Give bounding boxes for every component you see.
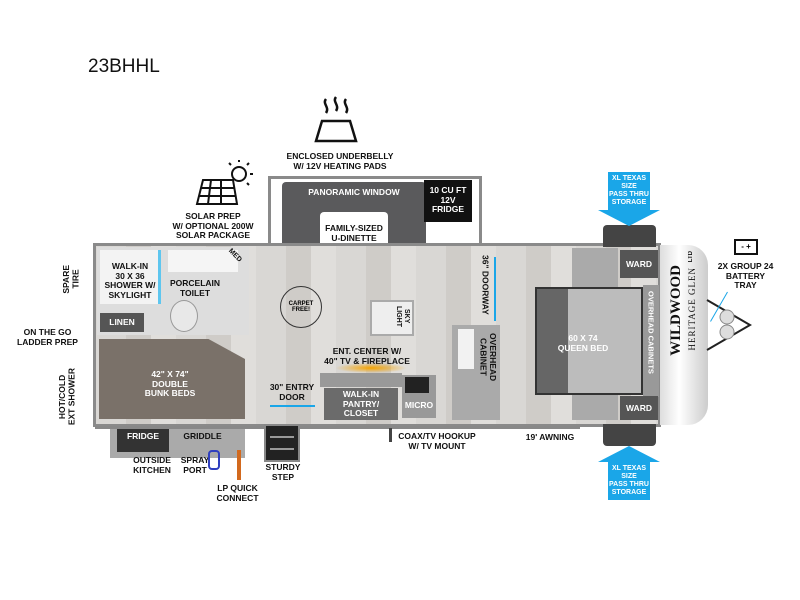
kitchen-counter xyxy=(452,325,500,420)
queen-bed xyxy=(535,287,643,395)
doorway-marker xyxy=(494,257,496,321)
entry-step xyxy=(264,424,300,462)
microwave: MICRO xyxy=(402,375,436,418)
storage-bottom xyxy=(603,424,656,446)
outside-kitchen-label: OUTSIDE KITCHEN xyxy=(133,455,171,475)
doorway-label: 36" DOORWAY xyxy=(480,255,491,315)
outside-fridge: FRIDGE xyxy=(117,428,169,452)
spray-hose-icon xyxy=(208,450,220,470)
fireplace-glow xyxy=(335,363,407,373)
carpet-free-badge: CARPET FREE! xyxy=(280,286,322,328)
entry-door-marker xyxy=(270,405,315,407)
shower xyxy=(100,250,161,304)
awning xyxy=(95,426,505,429)
shower-label: WALK-IN 30 X 36 SHOWER W/ SKYLIGHT xyxy=(104,261,156,300)
underbelly-label: ENCLOSED UNDERBELLY W/ 12V HEATING PADS xyxy=(286,151,394,171)
toilet-label: PORCELAIN TOILET xyxy=(169,278,221,298)
ladder-label: ON THE GO LADDER PREP xyxy=(17,327,78,347)
step-label: STURDY STEP xyxy=(265,462,301,482)
panoramic-window-label: PANORAMIC WINDOW xyxy=(308,187,400,197)
bunk-label: 42" X 74" DOUBLE BUNK BEDS xyxy=(144,369,196,398)
storage-top xyxy=(603,225,656,247)
overhead-cabinet-label: OVERHEAD CABINET xyxy=(478,333,499,382)
lp-line xyxy=(237,450,241,480)
coax-label: COAX/TV HOOKUP W/ TV MOUNT xyxy=(398,431,476,451)
heating-icon xyxy=(314,96,358,143)
toilet xyxy=(170,300,198,332)
wardrobe-bottom: WARD xyxy=(620,396,658,420)
linen-closet: LINEN xyxy=(100,313,144,332)
ent-center-label: ENT. CENTER W/ 40" TV & FIREPLACE xyxy=(324,346,410,366)
tv-hookup xyxy=(389,428,392,442)
storage-arrow-bottom: XL TEXAS SIZE PASS THRU STORAGE xyxy=(598,446,660,500)
u-dinette: PANORAMIC WINDOW FAMILY-SIZED U-DINETTE xyxy=(282,182,426,266)
front-cap: WILDWOOD HERITAGE GLEN LTD xyxy=(660,245,708,425)
sink xyxy=(458,329,474,369)
battery-icon: - + xyxy=(734,239,758,255)
storage-arrow-top: XL TEXAS SIZE PASS THRU STORAGE xyxy=(598,172,660,226)
ext-shower-label: HOT/COLD EXT SHOWER xyxy=(57,368,77,426)
brand-suffix: LTD xyxy=(688,251,694,263)
skylight: SKY LIGHT xyxy=(370,300,414,336)
fridge: 10 CU FT 12V FRIDGE xyxy=(424,180,472,222)
lp-label: LP QUICK CONNECT xyxy=(216,483,259,503)
brand-subline: HERITAGE GLEN xyxy=(687,267,697,351)
bunk-beds xyxy=(99,339,245,419)
spray-port-label: SPRAY PORT xyxy=(180,455,210,475)
model-title: 23BHHL xyxy=(88,56,160,77)
solar-label: SOLAR PREP W/ OPTIONAL 200W SOLAR PACKAG… xyxy=(172,211,254,240)
hitch-jack xyxy=(706,299,752,351)
queen-bed-label: 60 X 74 QUEEN BED xyxy=(557,333,609,353)
dinette-label: FAMILY-SIZED U-DINETTE xyxy=(325,223,383,243)
overhead-cabinets: OVERHEAD CABINETS xyxy=(643,285,659,397)
pantry: WALK-IN PANTRY/ CLOSET xyxy=(324,388,398,420)
brand-logo: WILDWOOD xyxy=(668,265,684,356)
griddle-label: GRIDDLE xyxy=(183,431,222,441)
battery-label: 2X GROUP 24 BATTERY TRAY xyxy=(717,261,774,290)
awning-label: 19' AWNING xyxy=(525,432,575,442)
spare-tire-label: SPARE TIRE xyxy=(61,265,81,294)
entry-door-label: 30" ENTRY DOOR xyxy=(269,382,315,402)
wardrobe-top: WARD xyxy=(620,250,658,278)
solar-panel-icon xyxy=(195,160,253,205)
ent-center xyxy=(320,373,402,387)
